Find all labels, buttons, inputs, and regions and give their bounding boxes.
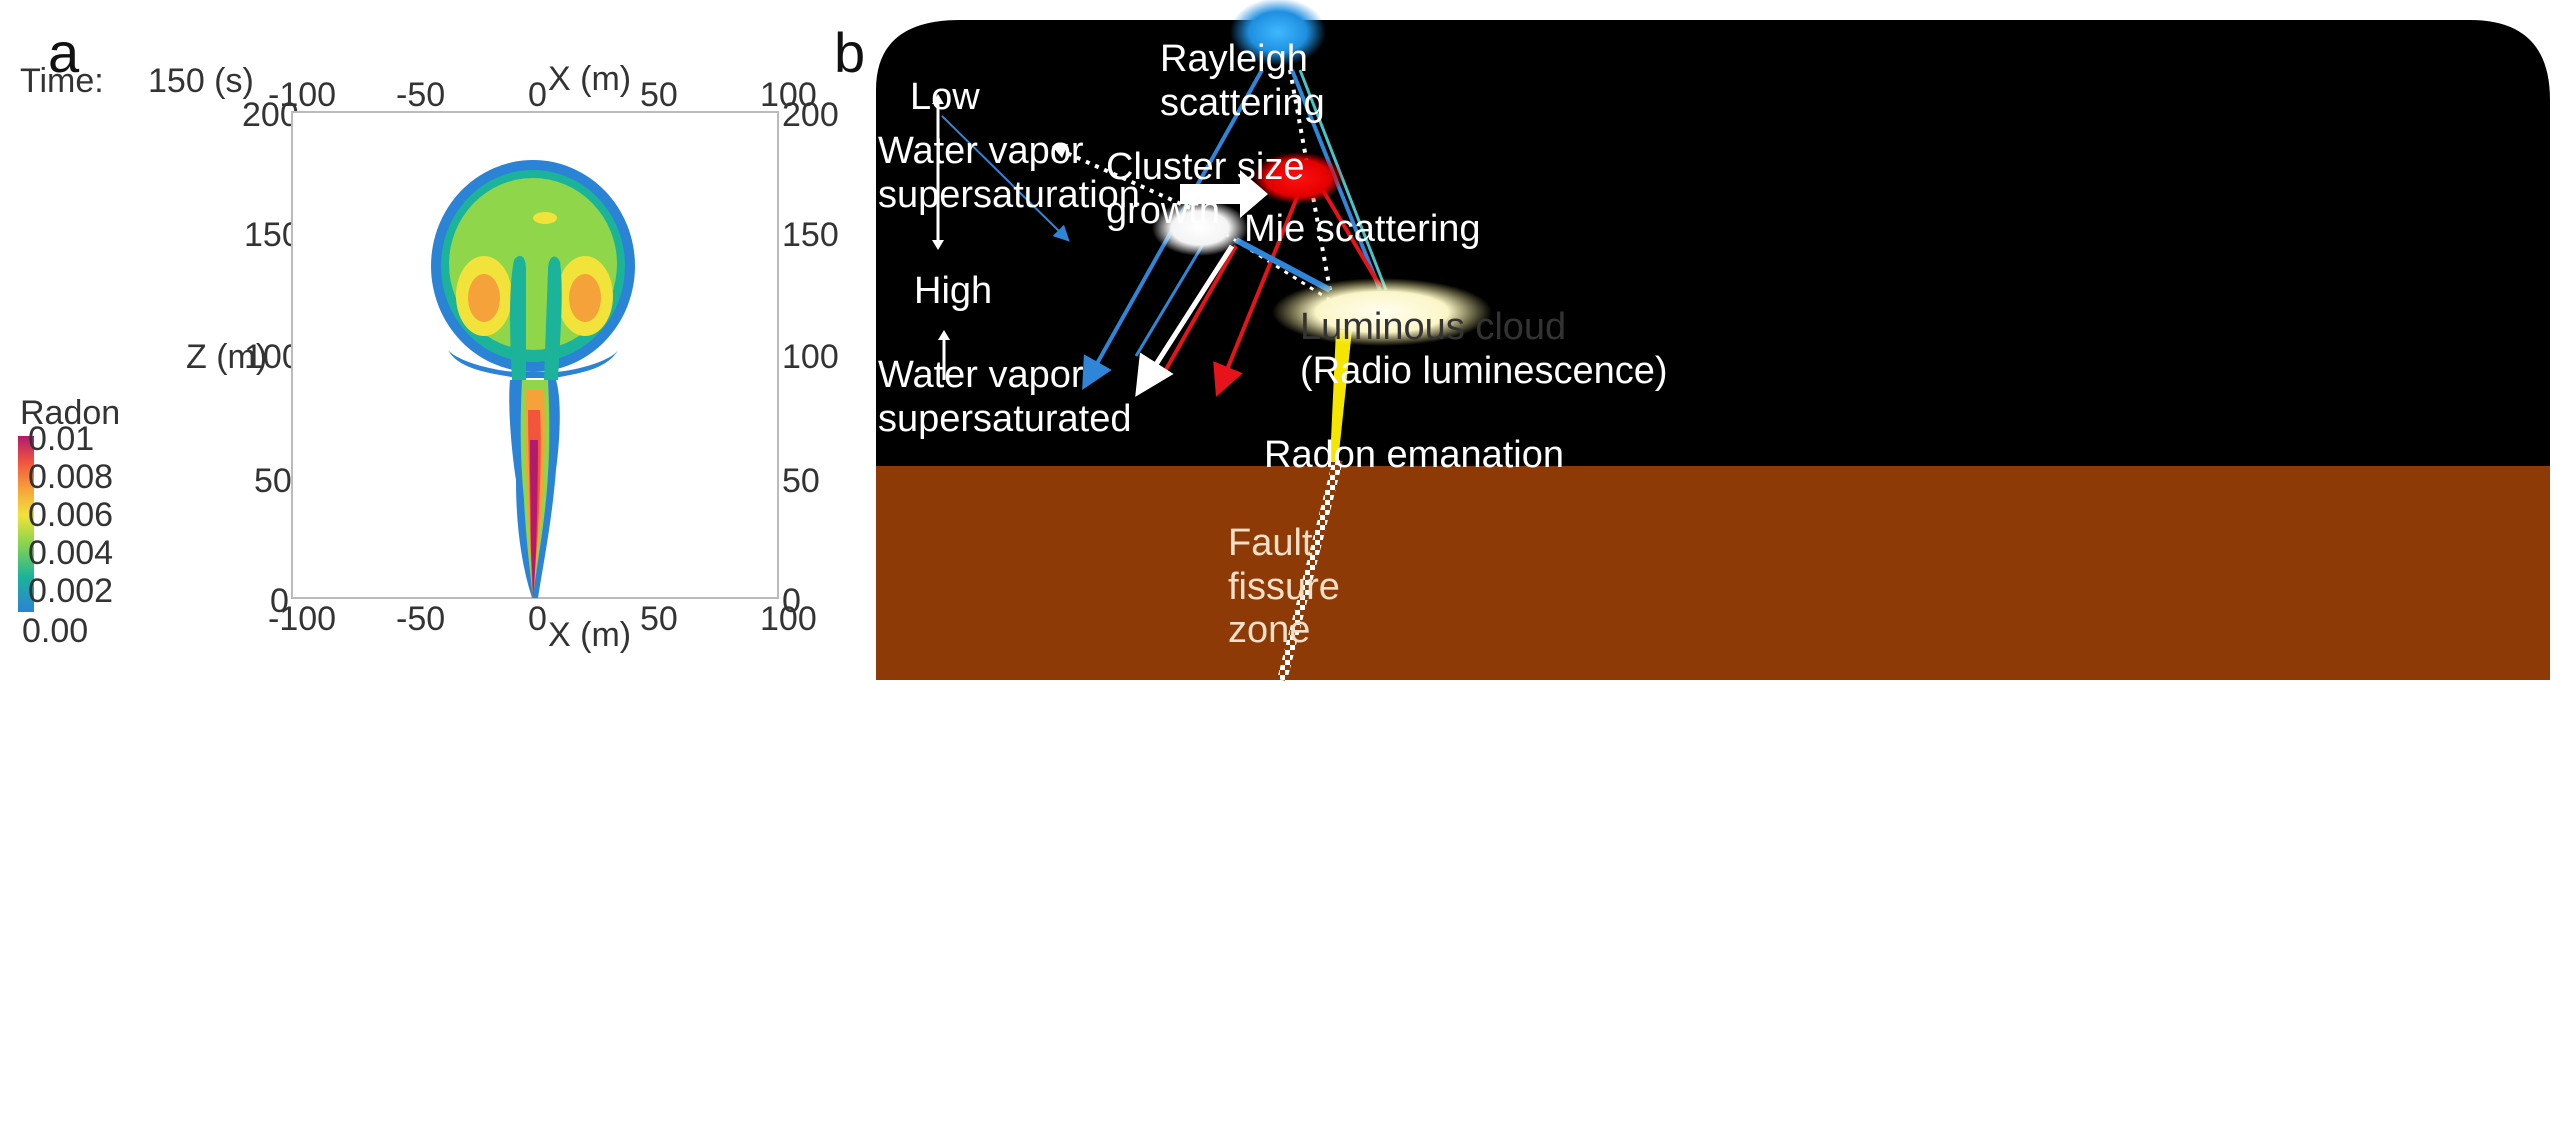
- label-cluster-line2: growth: [1106, 189, 1221, 232]
- plume-heatmap: [291, 111, 779, 599]
- z-tick-right: 200: [782, 96, 839, 134]
- x-tick-top: -100: [268, 76, 337, 114]
- cap-top-yellow: [533, 212, 557, 224]
- x-tick-top: -50: [396, 76, 446, 114]
- cluster-growth-arrow: [1180, 170, 1268, 218]
- label-wvs-line1: Water vapor: [878, 130, 1084, 172]
- vortex-left-orange: [468, 274, 500, 322]
- beam-red-1: [1316, 180, 1382, 288]
- z-tick-right: 150: [782, 216, 839, 254]
- label-luminous-cloud: Luminous cloud (Radio luminescence): [1300, 306, 1668, 393]
- z-tick-left: 200: [242, 96, 299, 134]
- label-low: Low: [910, 76, 980, 118]
- scale-arrow-upper-bottom: [932, 240, 944, 250]
- stem-finger-left: [510, 255, 526, 380]
- label-high: High: [914, 270, 993, 312]
- label-wvsd-line2: supersaturated: [878, 397, 1132, 440]
- label-cluster-size-growth: Cluster size growth: [1106, 146, 1305, 233]
- scale-arrow-upper-top: [932, 94, 944, 104]
- time-value: 150 (s): [148, 62, 254, 100]
- label-luminous-line1: Luminous cloud: [1300, 306, 1567, 348]
- x-tick-top: 100: [760, 76, 817, 114]
- beam-mie-white: [1135, 244, 1235, 397]
- vortex-right-orange: [569, 274, 601, 322]
- cap-inner-rim: [448, 350, 618, 378]
- radon-emanation-beam: [1330, 330, 1352, 462]
- legend-tick: 0.002: [28, 572, 114, 610]
- z-tick-right: 100: [782, 338, 839, 376]
- x-tick-bottom: -100: [268, 600, 337, 638]
- z-tick-right: 0: [782, 582, 801, 620]
- legend-tick: 0.008: [28, 458, 114, 496]
- label-fault-line3: zone: [1228, 609, 1311, 652]
- z-axis-title: Z (m): [186, 338, 268, 376]
- luminous-cloud-glow: [1272, 278, 1492, 346]
- z-tick-left: 0: [270, 582, 289, 620]
- x-axis-title-top: X (m): [548, 60, 632, 98]
- z-tick-left: 50: [254, 462, 292, 500]
- legend-tick: 0.01: [28, 420, 95, 458]
- label-luminous-line2: (Radio luminescence): [1300, 349, 1668, 392]
- radon-cloud-diagram: [876, 0, 2550, 682]
- colorbar: [18, 436, 34, 612]
- cluster-dotted-arrowhead: [1052, 144, 1068, 158]
- panel-b-letter: b: [834, 21, 866, 84]
- label-rayleigh-scattering: Rayleigh scattering: [1160, 38, 1325, 125]
- diagonal-blue-thin: [941, 115, 1070, 242]
- label-water-vapor-supersaturation: Water vapor supersaturation: [878, 130, 1140, 217]
- ground-layer: [876, 466, 2550, 680]
- label-mie-scattering: Mie scattering: [1244, 208, 1481, 250]
- stem-finger-right: [544, 256, 562, 380]
- fault-fissure-line: [1277, 458, 1343, 682]
- mie-red-glow: [1252, 152, 1344, 204]
- cluster-dotted-arrow: [1059, 148, 1191, 210]
- label-fault-fissure-zone: Fault fissure zone: [1228, 522, 1340, 653]
- legend-tick: 0.00: [22, 612, 89, 650]
- label-wvs-line2: supersaturation: [878, 173, 1140, 216]
- legend-tick: 0.006: [28, 496, 114, 534]
- panel-a-letter: a: [48, 21, 80, 84]
- scale-arrow-lower-top: [938, 330, 950, 340]
- x-axis-title-bottom: X (m): [548, 616, 632, 654]
- rayleigh-glow: [1230, 0, 1326, 66]
- x-tick-bottom: 100: [760, 600, 817, 638]
- label-fault-line1: Fault: [1228, 522, 1313, 564]
- beam-mie-blue: [1234, 237, 1332, 293]
- label-rayleigh-line2: scattering: [1160, 81, 1325, 124]
- x-tick-bottom: -50: [396, 600, 446, 638]
- time-label: Time:: [20, 62, 104, 100]
- label-wvsd-line1: Water vapor: [878, 354, 1084, 396]
- x-tick-bottom: 50: [640, 600, 678, 638]
- z-tick-right: 50: [782, 462, 820, 500]
- beam-red-2: [1213, 189, 1302, 397]
- beam-mie-blue-2: [1134, 235, 1210, 357]
- x-tick-bottom: 0: [528, 600, 547, 638]
- legend-tick: 0.004: [28, 534, 114, 572]
- stem-magenta: [530, 440, 538, 598]
- label-cluster-line1: Cluster size: [1106, 146, 1305, 188]
- label-fault-line2: fissure: [1228, 565, 1340, 608]
- x-tick-top: 50: [640, 76, 678, 114]
- label-rayleigh-line1: Rayleigh: [1160, 38, 1308, 80]
- label-water-vapor-supersaturated: Water vapor supersaturated: [878, 354, 1132, 441]
- legend-title: Radon: [20, 394, 121, 432]
- sky-background: [876, 20, 2550, 470]
- cluster-white-glow: [1152, 200, 1248, 256]
- x-tick-top: 0: [528, 76, 547, 114]
- label-radon-emanation: Radon emanation: [1264, 434, 1564, 476]
